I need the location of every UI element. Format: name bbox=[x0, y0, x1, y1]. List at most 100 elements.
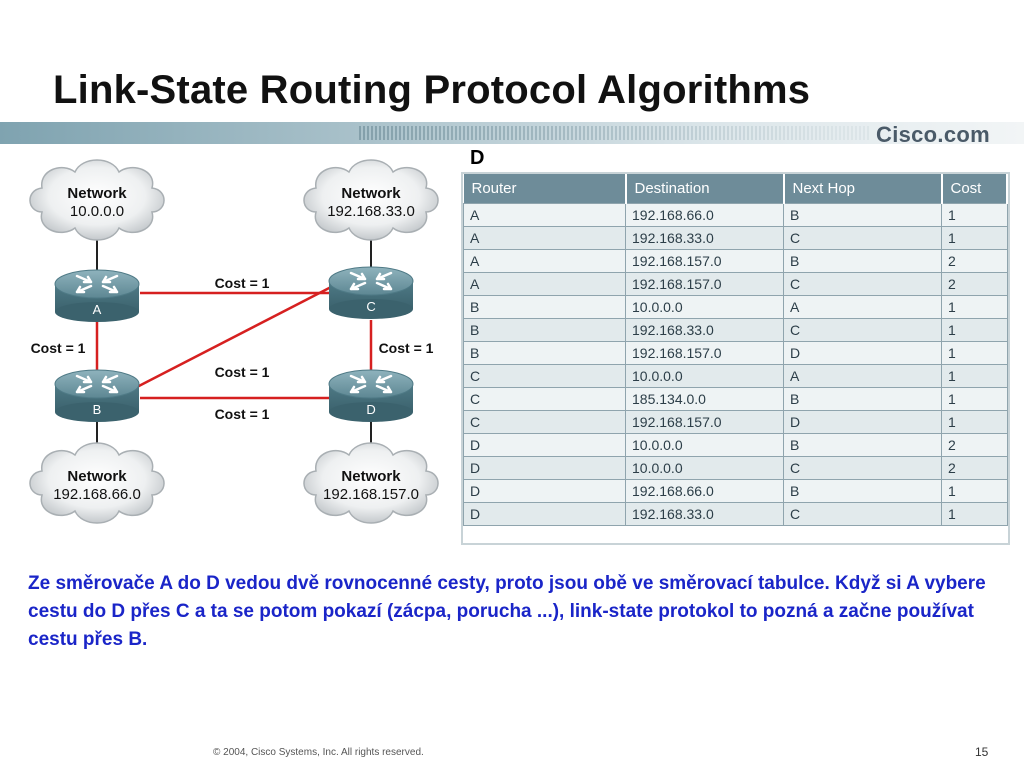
cloud-network-192-168-157-0: Network 192.168.157.0 bbox=[303, 442, 439, 524]
cell-destination: 192.168.157.0 bbox=[625, 341, 784, 365]
cell-cost: 1 bbox=[941, 502, 1008, 526]
cell-router: B bbox=[463, 295, 626, 319]
cell-router: B bbox=[463, 318, 626, 342]
cell-cost: 1 bbox=[941, 341, 1008, 365]
cell-cost: 2 bbox=[941, 433, 1008, 457]
cell-next-hop: C bbox=[783, 456, 942, 480]
cell-router: A bbox=[463, 226, 626, 250]
cell-router: B bbox=[463, 341, 626, 365]
cell-router: A bbox=[463, 203, 626, 227]
link-b-c bbox=[134, 283, 336, 390]
cell-router: C bbox=[463, 387, 626, 411]
cell-next-hop: B bbox=[783, 479, 942, 503]
page-number: 15 bbox=[975, 745, 989, 759]
router-d-icon: D bbox=[327, 368, 415, 424]
cell-router: D bbox=[463, 502, 626, 526]
header-cost: Cost bbox=[941, 173, 1008, 204]
cell-destination: 185.134.0.0 bbox=[625, 387, 784, 411]
cell-router: D bbox=[463, 479, 626, 503]
cloud-address: 192.168.66.0 bbox=[53, 486, 141, 503]
cell-router: C bbox=[463, 410, 626, 434]
cell-next-hop: B bbox=[783, 249, 942, 273]
router-label: B bbox=[93, 402, 102, 417]
cell-cost: 1 bbox=[941, 226, 1008, 250]
cell-destination: 192.168.33.0 bbox=[625, 226, 784, 250]
cell-router: A bbox=[463, 272, 626, 296]
cloud-label: Network bbox=[341, 468, 401, 485]
cell-cost: 1 bbox=[941, 479, 1008, 503]
cost-label-c-d: Cost = 1 bbox=[379, 340, 434, 356]
cost-label-a-c: Cost = 1 bbox=[215, 275, 270, 291]
cost-label-b-d: Cost = 1 bbox=[215, 406, 270, 422]
header-destination: Destination bbox=[625, 173, 785, 204]
cell-cost: 2 bbox=[941, 456, 1008, 480]
cloud-address: 192.168.33.0 bbox=[327, 203, 415, 220]
cloud-label: Network bbox=[341, 185, 401, 202]
cell-destination: 10.0.0.0 bbox=[625, 364, 784, 388]
table-label: D bbox=[470, 147, 485, 169]
cloud-network-192-168-33-0: Network 192.168.33.0 bbox=[303, 159, 439, 241]
cloud-uplinks bbox=[96, 230, 372, 460]
cell-destination: 192.168.33.0 bbox=[625, 318, 784, 342]
cell-destination: 192.168.157.0 bbox=[625, 249, 784, 273]
cloud-network-192-168-66-0: Network 192.168.66.0 bbox=[29, 442, 165, 524]
cell-next-hop: B bbox=[783, 203, 942, 227]
description-text: Ze směrovače A do D vedou dvě rovnocenné… bbox=[28, 573, 986, 650]
cloud-label: Network bbox=[67, 468, 127, 485]
cost-label-a-b: Cost = 1 bbox=[31, 340, 86, 356]
cell-next-hop: B bbox=[783, 387, 942, 411]
header-router: Router bbox=[463, 173, 627, 204]
cloud-network-10-0-0-0: Network 10.0.0.0 bbox=[29, 159, 165, 241]
network-diagram: Network 10.0.0.0 Network 192.168.33.0 Ne… bbox=[29, 159, 439, 524]
cell-cost: 2 bbox=[941, 249, 1008, 273]
cell-router: D bbox=[463, 456, 626, 480]
cell-cost: 1 bbox=[941, 364, 1008, 388]
router-label: C bbox=[366, 299, 375, 314]
cisco-logo: Cisco.com bbox=[876, 122, 990, 147]
router-a-icon: A bbox=[53, 268, 141, 324]
cell-destination: 10.0.0.0 bbox=[625, 295, 784, 319]
cell-next-hop: A bbox=[783, 364, 942, 388]
cloud-address: 192.168.157.0 bbox=[323, 486, 419, 503]
cell-cost: 1 bbox=[941, 203, 1008, 227]
cloud-address: 10.0.0.0 bbox=[70, 203, 124, 220]
router-c-icon: C bbox=[327, 265, 415, 321]
cell-router: A bbox=[463, 249, 626, 273]
cell-destination: 192.168.157.0 bbox=[625, 410, 784, 434]
cell-destination: 192.168.157.0 bbox=[625, 272, 784, 296]
cell-destination: 192.168.66.0 bbox=[625, 203, 784, 227]
cloud-label: Network bbox=[67, 185, 127, 202]
cell-next-hop: D bbox=[783, 410, 942, 434]
cost-label-b-c: Cost = 1 bbox=[215, 364, 270, 380]
cell-destination: 10.0.0.0 bbox=[625, 456, 784, 480]
cell-cost: 1 bbox=[941, 318, 1008, 342]
router-label: D bbox=[366, 402, 375, 417]
cell-next-hop: C bbox=[783, 318, 942, 342]
table-header-row: Router Destination Next Hop Cost bbox=[463, 173, 1008, 204]
router-links bbox=[95, 283, 373, 400]
slide-title: Link-State Routing Protocol Algorithms bbox=[53, 68, 811, 112]
cell-next-hop: B bbox=[783, 433, 942, 457]
cell-next-hop: A bbox=[783, 295, 942, 319]
cell-destination: 192.168.33.0 bbox=[625, 502, 784, 526]
cell-destination: 192.168.66.0 bbox=[625, 479, 784, 503]
header-banner bbox=[0, 122, 1024, 144]
cell-next-hop: C bbox=[783, 502, 942, 526]
cell-cost: 1 bbox=[941, 410, 1008, 434]
router-label: A bbox=[93, 302, 102, 317]
cell-router: D bbox=[463, 433, 626, 457]
cell-next-hop: D bbox=[783, 341, 942, 365]
